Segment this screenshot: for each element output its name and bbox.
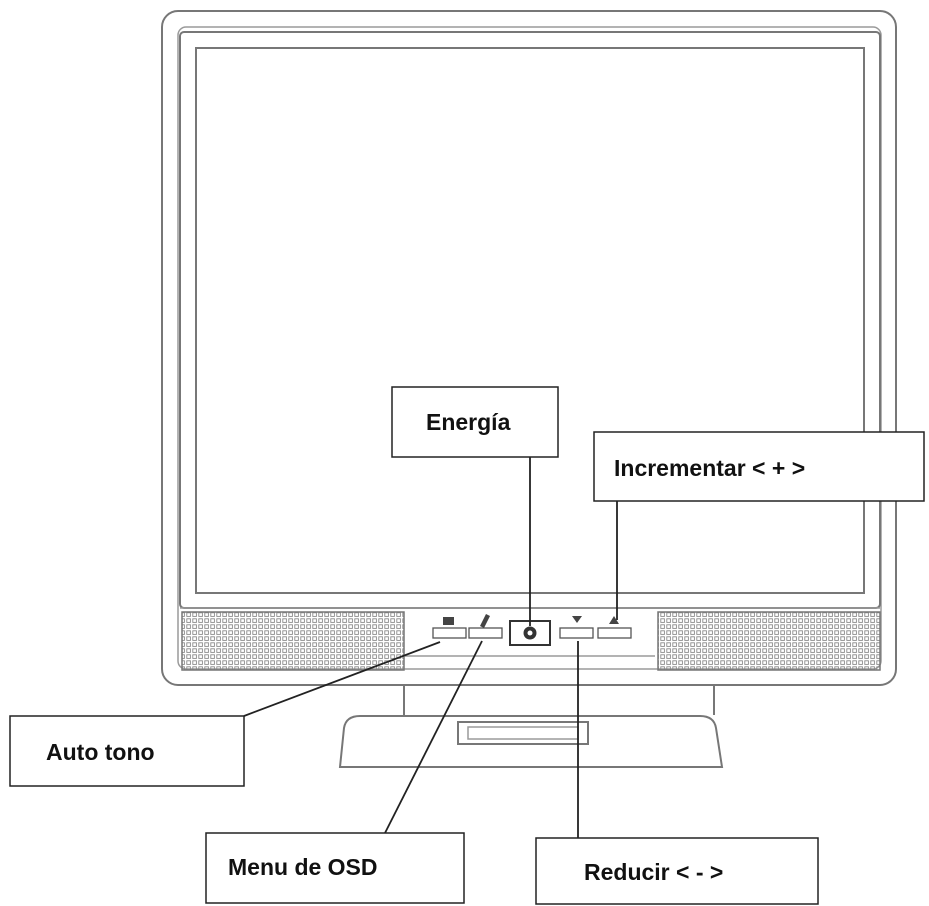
square-icon — [443, 617, 454, 625]
speaker-left — [181, 611, 405, 671]
leader-menu-osd — [384, 640, 483, 834]
callout-energia-label: Energía — [426, 409, 511, 435]
power-icon — [523, 626, 537, 640]
leader-auto-tono — [243, 641, 441, 717]
auto-tone-button[interactable] — [432, 617, 467, 639]
callout-reducir-label: Reducir < - > — [584, 859, 723, 885]
callout-auto-tono: Auto tono — [9, 715, 245, 787]
callout-menu-osd-label: Menu de OSD — [228, 854, 378, 880]
decrease-button[interactable] — [559, 616, 594, 639]
down-triangle-icon — [572, 616, 582, 623]
speaker-right — [657, 611, 881, 671]
callout-incrementar-label: Incrementar < + > — [614, 455, 805, 481]
leader-lines — [243, 457, 618, 838]
monitor-stand — [338, 685, 724, 768]
callout-energia: Energía — [391, 386, 559, 458]
pen-icon — [480, 614, 490, 628]
callout-incrementar: Incrementar < + > — [593, 431, 925, 502]
callout-menu-osd: Menu de OSD — [205, 832, 465, 904]
monitor-bezel — [161, 10, 897, 686]
up-triangle-icon — [609, 616, 619, 624]
increase-button[interactable] — [597, 616, 632, 639]
callout-auto-tono-label: Auto tono — [46, 739, 155, 765]
callout-reducir: Reducir < - > — [535, 837, 819, 905]
osd-menu-button[interactable] — [468, 614, 503, 639]
